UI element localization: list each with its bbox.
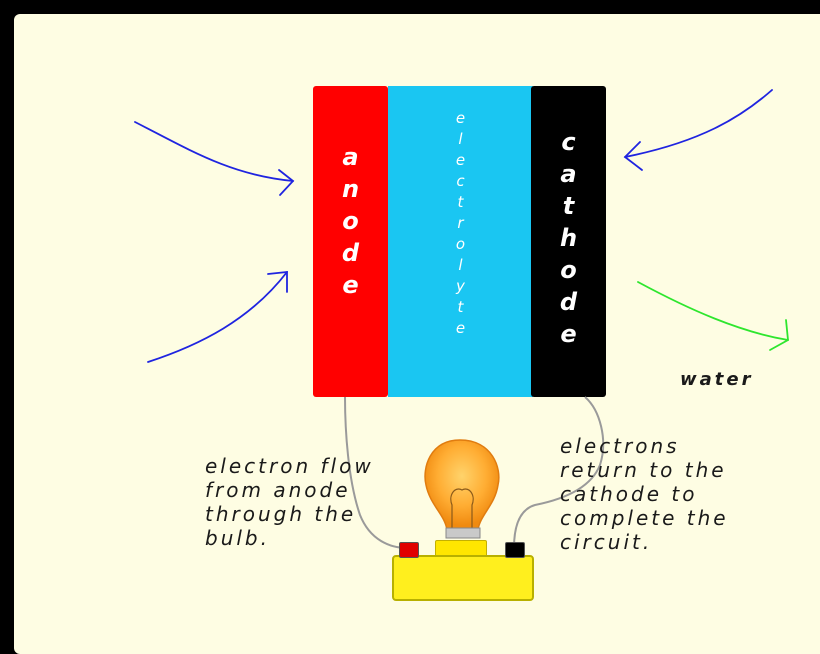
cathode-wire — [513, 396, 605, 549]
diagram-lines — [134, 89, 789, 549]
cathode-label: cathode — [559, 128, 578, 348]
electron-return-note: electrons return to the cathode to compl… — [560, 434, 729, 554]
water-arrow — [637, 281, 789, 351]
bulb-base — [392, 555, 534, 601]
electron-flow-note: electron flow from anode through the bul… — [205, 454, 374, 550]
anode-wire — [344, 396, 408, 549]
anode-arrow-bottom — [147, 271, 288, 363]
electrolyte-layer: electrolyte — [388, 86, 533, 397]
anode-label: anode — [341, 143, 360, 299]
black-terminal — [505, 542, 525, 558]
water-label: water — [680, 369, 754, 390]
light-bulb-icon — [424, 439, 500, 539]
electrolyte-label: electrolyte — [455, 109, 466, 337]
anode-arrow-top — [134, 121, 295, 196]
anode-plate: anode — [313, 86, 388, 397]
red-terminal — [399, 542, 419, 558]
cathode-plate: cathode — [531, 86, 606, 397]
cathode-arrow — [623, 89, 773, 171]
